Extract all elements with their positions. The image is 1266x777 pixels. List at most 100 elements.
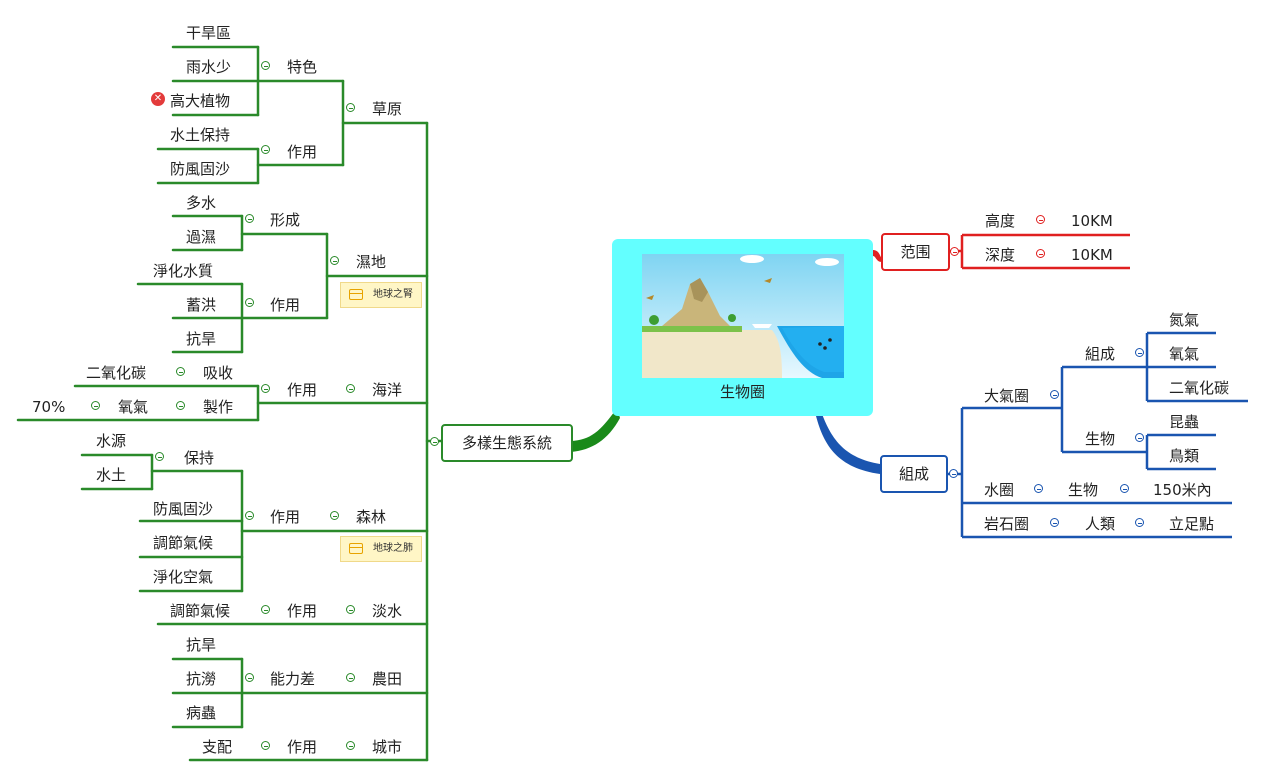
topic-depth[interactable]: 深度 (985, 246, 1016, 264)
topic-item[interactable]: 70% (32, 398, 66, 416)
collapse-icon[interactable] (245, 298, 254, 307)
collapse-icon[interactable] (346, 103, 355, 112)
topic-wetland[interactable]: 濕地 (356, 253, 387, 271)
topic-lithosphere[interactable]: 岩石圈 (984, 515, 1030, 533)
collapse-icon[interactable] (1036, 215, 1045, 224)
collapse-icon[interactable] (91, 401, 100, 410)
topic-hydrosphere[interactable]: 水圈 (984, 481, 1015, 499)
topic-item[interactable]: 調節氣候 (153, 534, 214, 552)
topic-freshwater-function[interactable]: 作用 (287, 602, 318, 620)
collapse-icon[interactable] (176, 401, 185, 410)
topic-forest-keep[interactable]: 保持 (184, 449, 215, 467)
topic-item[interactable]: 過濕 (186, 228, 217, 246)
topic-grassland-function[interactable]: 作用 (287, 143, 318, 161)
topic-grassland[interactable]: 草原 (372, 100, 403, 118)
collapse-icon[interactable] (1050, 390, 1059, 399)
topic-item[interactable]: 病蟲 (186, 704, 217, 722)
collapse-icon[interactable] (1120, 484, 1129, 493)
collapse-icon[interactable] (245, 673, 254, 682)
collapse-icon[interactable] (261, 145, 270, 154)
topic-atmosphere[interactable]: 大氣圈 (984, 387, 1030, 405)
topic-farmland-ability[interactable]: 能力差 (270, 670, 316, 688)
topic-item[interactable]: 雨水少 (186, 58, 232, 76)
topic-lithosphere-life[interactable]: 人類 (1085, 515, 1116, 533)
topic-item[interactable]: 防風固沙 (153, 500, 214, 518)
topic-item[interactable]: 多水 (186, 194, 217, 212)
topic-hydrosphere-life[interactable]: 生物 (1068, 481, 1099, 499)
topic-freshwater[interactable]: 淡水 (372, 602, 403, 620)
topic-ocean-absorb[interactable]: 吸收 (203, 364, 234, 382)
topic-item[interactable]: 調節氣候 (170, 602, 231, 620)
topic-item[interactable]: 蓄洪 (186, 296, 217, 314)
topic-farmland[interactable]: 農田 (372, 670, 403, 688)
collapse-icon[interactable] (1135, 433, 1144, 442)
collapse-icon[interactable] (949, 469, 958, 478)
topic-depth-value[interactable]: 10KM (1071, 246, 1113, 264)
collapse-icon[interactable] (330, 511, 339, 520)
collapse-icon[interactable] (245, 214, 254, 223)
topic-wetland-function[interactable]: 作用 (270, 296, 301, 314)
topic-item[interactable]: 防風固沙 (170, 160, 231, 178)
collapse-icon[interactable] (261, 61, 270, 70)
collapse-icon[interactable] (1135, 518, 1144, 527)
topic-item[interactable]: 淨化空氣 (153, 568, 214, 586)
topic-item[interactable]: 昆蟲 (1169, 413, 1200, 431)
topic-item[interactable]: 氧氣 (118, 398, 149, 416)
topic-atmosphere-makeup[interactable]: 組成 (1085, 345, 1116, 363)
topic-item[interactable]: 抗澇 (186, 670, 217, 688)
topic-height[interactable]: 高度 (985, 212, 1016, 230)
topic-atmosphere-life[interactable]: 生物 (1085, 430, 1116, 448)
topic-height-value[interactable]: 10KM (1071, 212, 1113, 230)
collapse-icon[interactable] (430, 437, 439, 446)
topic-item[interactable]: 二氧化碳 (1169, 379, 1230, 397)
central-topic-label: 生物圈 (719, 383, 765, 401)
topic-item[interactable]: 淨化水質 (153, 262, 214, 280)
collapse-icon[interactable] (261, 605, 270, 614)
topic-grassland-features[interactable]: 特色 (287, 58, 318, 76)
topic-ocean-produce[interactable]: 製作 (203, 398, 234, 416)
topic-item[interactable]: 抗旱 (186, 330, 217, 348)
collapse-icon[interactable] (1036, 249, 1045, 258)
collapse-icon[interactable] (1034, 484, 1043, 493)
composition-topic[interactable]: 組成 (880, 455, 948, 493)
scope-topic[interactable]: 范围 (881, 233, 950, 271)
topic-forest[interactable]: 森林 (356, 508, 387, 526)
collapse-icon[interactable] (346, 673, 355, 682)
forest-note[interactable]: 地球之肺 (340, 536, 422, 562)
wetland-note[interactable]: 地球之腎 (340, 282, 422, 308)
collapse-icon[interactable] (176, 367, 185, 376)
topic-item[interactable]: 鳥類 (1169, 447, 1200, 465)
topic-item[interactable]: 二氧化碳 (86, 364, 147, 382)
collapse-icon[interactable] (1050, 518, 1059, 527)
collapse-icon[interactable] (346, 741, 355, 750)
topic-item[interactable]: 水土保持 (170, 126, 231, 144)
topic-ocean[interactable]: 海洋 (372, 381, 403, 399)
collapse-icon[interactable] (1135, 348, 1144, 357)
collapse-icon[interactable] (155, 452, 164, 461)
collapse-icon[interactable] (950, 247, 959, 256)
topic-lithosphere-value[interactable]: 立足點 (1169, 515, 1215, 533)
topic-item[interactable]: 干旱區 (186, 24, 232, 42)
topic-item[interactable]: 氮氣 (1169, 311, 1200, 329)
collapse-icon[interactable] (346, 605, 355, 614)
topic-item[interactable]: 抗旱 (186, 636, 217, 654)
collapse-icon[interactable] (261, 741, 270, 750)
topic-item[interactable]: 氧氣 (1169, 345, 1200, 363)
collapse-icon[interactable] (330, 256, 339, 265)
topic-city[interactable]: 城市 (372, 738, 403, 756)
topic-ocean-function[interactable]: 作用 (287, 381, 318, 399)
collapse-icon[interactable] (245, 511, 254, 520)
hub-topic[interactable]: 多樣生態系統 (441, 424, 573, 462)
topic-hydrosphere-value[interactable]: 150米內 (1153, 481, 1212, 499)
topic-item[interactable]: 支配 (202, 738, 233, 756)
topic-item[interactable]: 水土 (96, 466, 127, 484)
topic-item[interactable]: 水源 (96, 432, 127, 450)
topic-wetland-formation[interactable]: 形成 (270, 211, 301, 229)
collapse-icon[interactable] (261, 384, 270, 393)
collapse-icon[interactable] (346, 384, 355, 393)
topic-forest-function[interactable]: 作用 (270, 508, 301, 526)
topic-city-function[interactable]: 作用 (287, 738, 318, 756)
topic-item[interactable]: 高大植物 (170, 92, 231, 110)
biosphere-illustration (642, 254, 844, 378)
